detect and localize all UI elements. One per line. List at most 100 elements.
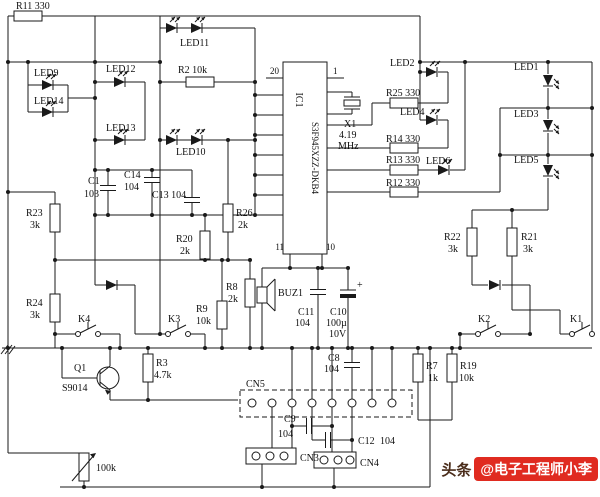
label-c12-value: 104 <box>380 436 395 447</box>
label-r3-name: R3 <box>156 358 168 369</box>
watermark-prefix: 头条 <box>441 461 472 479</box>
watermark: 头条 @电子工程师小李 <box>441 457 598 481</box>
label-cn5: CN5 <box>246 379 265 390</box>
label-r7-value: 1k <box>428 373 438 384</box>
label-r21-value: 3k <box>523 244 533 255</box>
connector-cn5 <box>239 389 413 418</box>
ic1-name: IC1 <box>293 93 304 108</box>
label-r24-value: 3k <box>30 310 40 321</box>
resistor-r24 <box>49 293 61 323</box>
label-led3: LED3 <box>514 109 538 120</box>
label-q1-value: S9014 <box>62 383 88 394</box>
buzzer-buz1 <box>256 278 276 312</box>
capacitor-c1 <box>99 185 117 191</box>
capacitor-c12 <box>325 431 331 449</box>
label-r3-value: 4.7k <box>154 370 172 381</box>
crystal-frequency: 4.19 <box>339 130 357 141</box>
resistor-r3 <box>142 353 154 383</box>
capacitor-c9 <box>306 417 312 435</box>
led2-symbol <box>426 61 440 77</box>
label-c9-value: 104 <box>278 429 293 440</box>
crystal-unit: MHz <box>338 141 359 152</box>
label-r23-name: R23 <box>26 208 43 219</box>
label-led10: LED10 <box>176 147 205 158</box>
label-c14-name: C14 <box>124 170 141 181</box>
label-c12-name: C12 <box>358 436 375 447</box>
label-led9: LED9 <box>34 68 58 79</box>
label-led1: LED1 <box>514 62 538 73</box>
ic1-body <box>282 61 328 255</box>
label-led5: LED5 <box>514 155 538 166</box>
label-c8-name: C8 <box>328 353 340 364</box>
label-c8-value: 104 <box>324 364 339 375</box>
label-cn3: CN3 <box>300 453 319 464</box>
label-r21-name: R21 <box>521 232 538 243</box>
capacitor-c11 <box>309 289 327 295</box>
capacitor-c10 <box>340 289 356 298</box>
resistor-r7 <box>412 353 424 383</box>
crystal-x1 <box>343 96 361 110</box>
potentiometer-100k <box>71 452 96 482</box>
label-r26-name: R26 <box>236 208 253 219</box>
label-r25: R25 330 <box>386 88 420 99</box>
label-c1-name: C1 <box>88 176 100 187</box>
label-k2: K2 <box>478 314 490 325</box>
label-c9-name: C9 <box>284 414 296 425</box>
resistor-r22 <box>466 227 478 257</box>
label-r2: R2 10k <box>178 65 207 76</box>
led10-symbol-a <box>166 129 180 145</box>
label-k4: K4 <box>78 314 90 325</box>
label-r14: R14 330 <box>386 134 420 145</box>
label-r9-name: R9 <box>196 304 208 315</box>
label-r26-value: 2k <box>238 220 248 231</box>
label-led2: LED2 <box>390 58 414 69</box>
label-c13: C13 104 <box>152 190 186 201</box>
label-r24-name: R24 <box>26 298 43 309</box>
led4-symbol <box>426 109 440 125</box>
label-led12: LED12 <box>106 64 135 75</box>
connector-cn3 <box>245 447 297 465</box>
capacitor-c14 <box>143 177 161 183</box>
label-r9-value: 10k <box>196 316 211 327</box>
label-led6: LED6 <box>426 156 450 167</box>
resistor-r19 <box>446 353 458 383</box>
watermark-handle-badge: @电子工程师小李 <box>474 457 598 481</box>
label-k3: K3 <box>168 314 180 325</box>
led3-symbol <box>543 120 559 134</box>
label-led13: LED13 <box>106 123 135 134</box>
ic1-pin-20: 20 <box>270 66 280 76</box>
label-c1-value: 103 <box>84 189 99 200</box>
label-r8-value: 2k <box>228 294 238 305</box>
label-r11: R11 330 <box>16 1 50 12</box>
label-r8-name: R8 <box>226 282 238 293</box>
label-r22-value: 3k <box>448 244 458 255</box>
label-r13: R13 330 <box>386 155 420 166</box>
component-symbols <box>13 10 595 482</box>
label-c10-value: 100µ <box>326 318 347 329</box>
label-c10-plus: + <box>357 280 363 291</box>
label-k1: K1 <box>570 314 582 325</box>
label-c10-name: C10 <box>330 307 347 318</box>
ic1-part-number: S3F945XZZ-DKB4 <box>310 122 320 195</box>
label-q1-name: Q1 <box>74 363 86 374</box>
component-labels: R11 330 LED11 LED9 LED12 R2 10k LED14 LE… <box>16 1 582 474</box>
ic1-pin-10: 10 <box>326 242 336 252</box>
label-c11-value: 104 <box>295 318 310 329</box>
label-r22-name: R22 <box>444 232 461 243</box>
label-r23-value: 3k <box>30 220 40 231</box>
label-r7-name: R7 <box>426 361 438 372</box>
resistor-r23 <box>49 203 61 233</box>
resistor-r21 <box>506 227 518 257</box>
diode-right <box>488 279 501 291</box>
resistor-r8 <box>244 278 256 308</box>
resistor-r20 <box>199 230 211 260</box>
label-c14-value: 104 <box>124 182 139 193</box>
resistor-r9 <box>216 300 228 330</box>
resistor-r11 <box>13 10 43 22</box>
ic1-pin-11: 11 <box>275 242 284 252</box>
led5-symbol <box>543 165 559 179</box>
diode-left <box>105 279 118 291</box>
label-buz1: BUZ1 <box>278 288 303 299</box>
